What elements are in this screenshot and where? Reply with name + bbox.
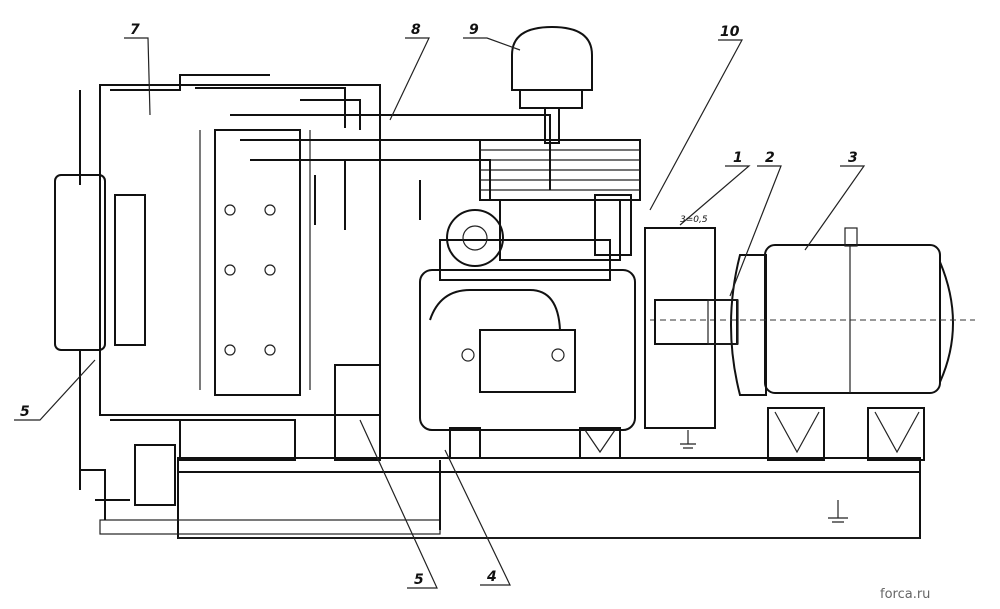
callout-labels: 1 2 3 4 5 5 7 8 9 10 3=0,5 forca.ru [20,22,930,602]
watermark: forca.ru [880,587,930,602]
callout-5-bottom: 5 [414,572,424,588]
electric-motor [650,227,975,461]
cooler-block [54,74,551,490]
air-filter [511,25,593,144]
cylinder-head [479,139,641,256]
callout-7: 7 [130,22,140,38]
compressor-body [419,199,636,459]
gap-note: 3=0,5 [680,215,708,225]
lower-piping [80,364,441,530]
callout-2: 2 [765,150,775,166]
callout-9: 9 [469,22,479,38]
base-frame [99,457,921,539]
callout-3: 3 [848,150,858,166]
callout-10: 10 [720,24,740,40]
callout-1: 1 [733,150,743,166]
callout-5-left: 5 [20,404,30,420]
callout-8: 8 [411,22,421,38]
callout-4: 4 [486,569,497,585]
callout-leaders [14,37,866,589]
coupling [644,227,739,449]
